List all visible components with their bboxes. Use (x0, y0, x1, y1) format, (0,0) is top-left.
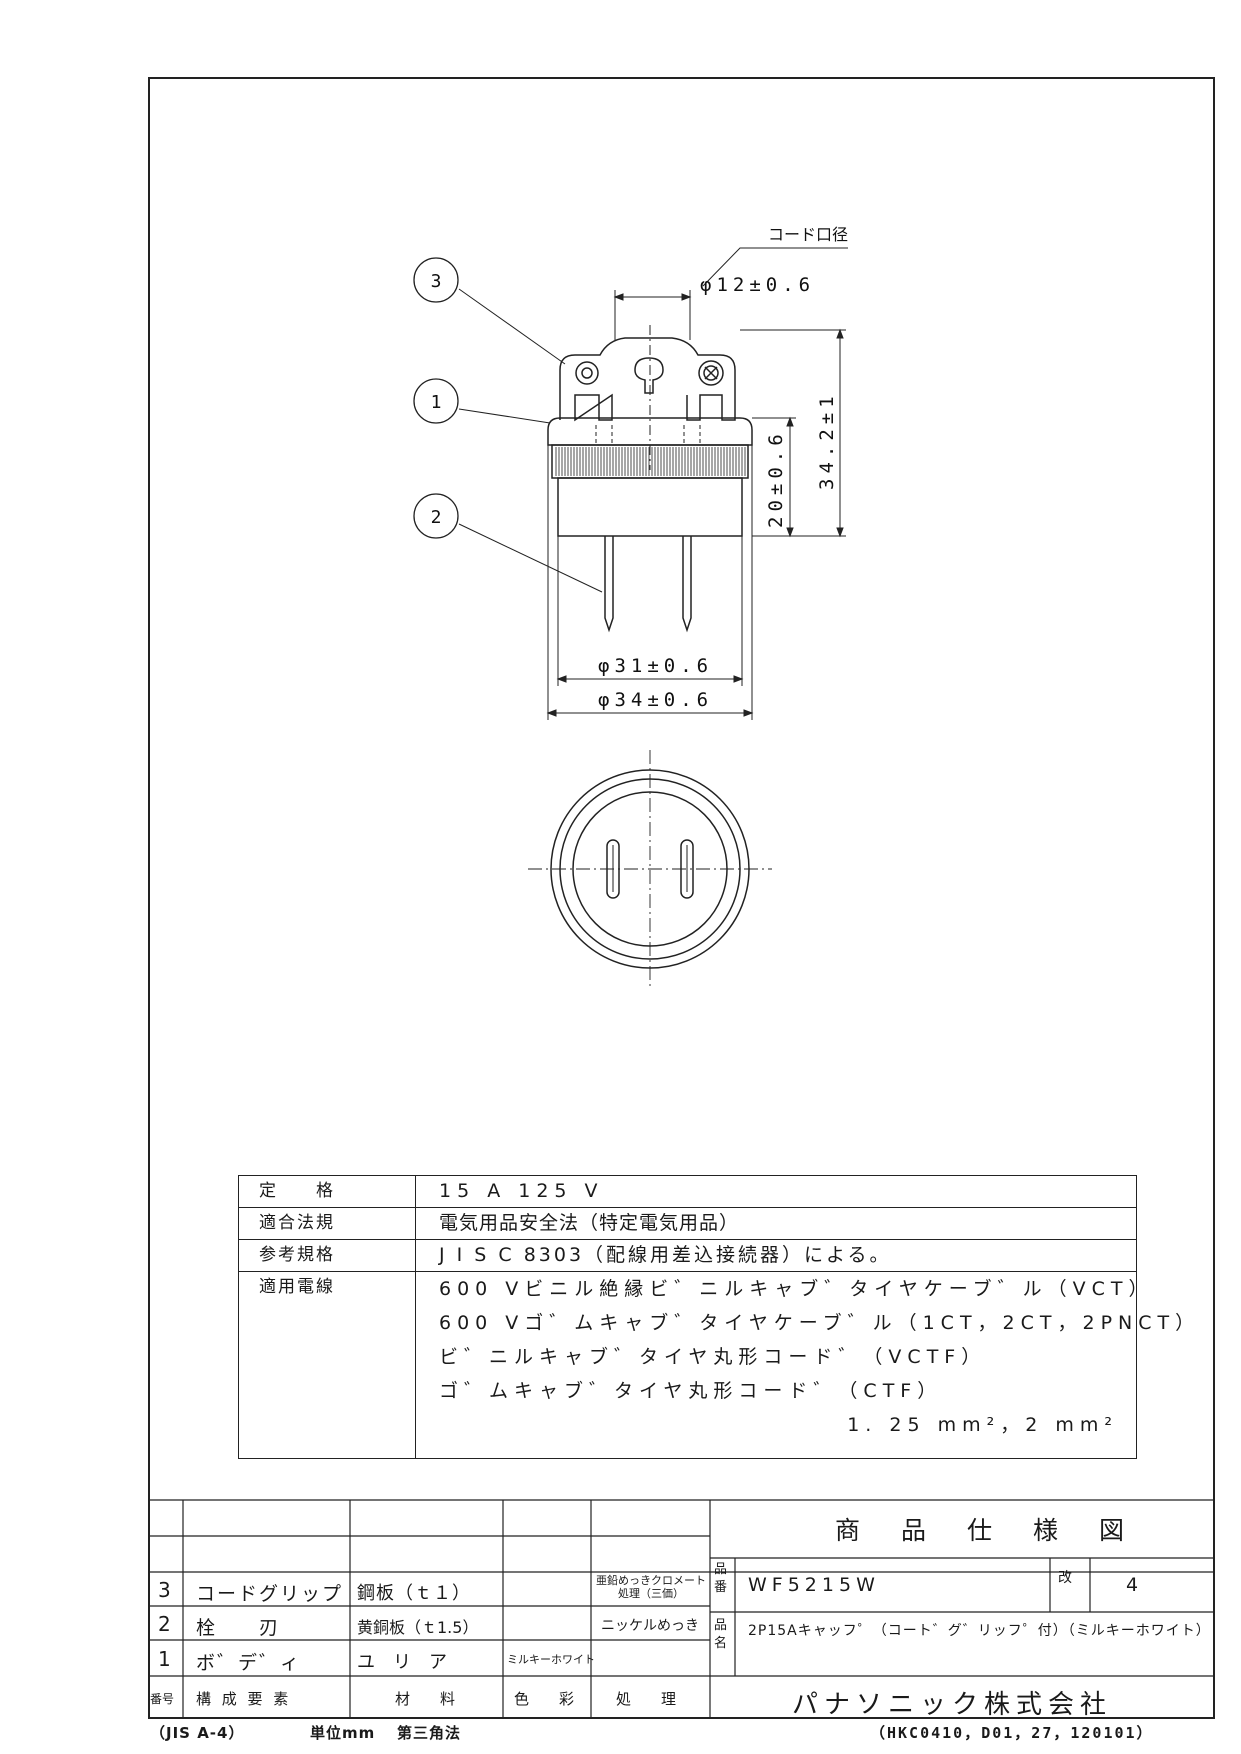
header-number: 番号 (150, 1692, 175, 1706)
wire-type: 600 Vビニル絶縁ビ゛ニルキャブ゛タイヤケーブ゛ル（VCT） (439, 1278, 1154, 1300)
cord-diameter-label: コード口径 (768, 225, 848, 244)
cord-grip (559, 337, 736, 422)
technical-drawing: 3 1 2 コード口径 φ12±0.6 34.2±1 20±0.6 φ31±0.… (413, 225, 848, 990)
balloon-label-1: 1 (431, 392, 442, 413)
balloon-label-3: 3 (431, 271, 442, 292)
product-number: WF5215W (748, 1574, 880, 1596)
part-name: コードグリップ (196, 1583, 344, 1605)
spec-row-wires: 適用電線 600 Vビニル絶縁ビ゛ニルキャブ゛タイヤケーブ゛ル（VCT） 600… (239, 1272, 1194, 1458)
part-finish: ニッケルめっき (601, 1618, 699, 1634)
name-label: 品名 (714, 1618, 728, 1651)
spec-label: 適合法規 (239, 1208, 416, 1239)
spec-row-standard: 参考規格 J I S C 8303（配線用差込接続器）による。 (239, 1240, 1136, 1272)
wire-type: 600 Vゴ゛ムキャブ゛タイヤケーブ゛ル（1CT，2CT，2PNCT） (439, 1312, 1201, 1334)
header-component: 構 成 要 素 (196, 1690, 292, 1708)
part-name: 栓 刃 (196, 1617, 281, 1639)
pin-left (604, 536, 614, 633)
part-material: 黄銅板（ｔ1.5） (357, 1618, 479, 1637)
header-finish: 処 理 (616, 1690, 677, 1708)
wire-type: ゴ゛ムキャブ゛タイヤ丸形コード゛（CTF） (439, 1380, 943, 1402)
part-name: ボ゛デ゛ィ (196, 1652, 302, 1674)
spec-table: 定 格 15 A 125 V 適合法規 電気用品安全法（特定電気用品） 参考規格… (238, 1175, 1194, 1459)
spec-label: 参考規格 (239, 1240, 416, 1271)
spec-value: 15 A 125 V (439, 1180, 604, 1202)
dim-cord: φ12±0.6 (700, 274, 815, 296)
dim-height-body: 20±0.6 (765, 429, 787, 528)
part-finish: 亜鉛めっきクロメート処理（三価） (596, 1574, 706, 1600)
part-material: ユ リ ア (357, 1652, 447, 1673)
spec-row-law: 適合法規 電気用品安全法（特定電気用品） (239, 1208, 1136, 1240)
wire-size: 1. 25 mm²，2 mm² (847, 1414, 1118, 1436)
spec-label: 適用電線 (239, 1272, 416, 1458)
spec-row-rating: 定 格 15 A 125 V (239, 1176, 1136, 1208)
header-material: 材 料 (395, 1690, 456, 1708)
dim-height-total: 34.2±1 (816, 391, 838, 490)
pin-right (682, 536, 692, 633)
doc-title: 商 品 仕 様 図 (835, 1516, 1133, 1545)
revision-number: 4 (1126, 1574, 1139, 1596)
unit-note: 単位mm (310, 1724, 376, 1742)
body-cap (547, 417, 753, 446)
revision-label: 改 (1058, 1570, 1072, 1586)
spec-value: J I S C 8303（配線用差込接続器）による。 (439, 1244, 892, 1266)
header-color: 色 彩 (514, 1690, 575, 1708)
balloon-3 (413, 257, 459, 303)
balloon-2 (413, 493, 459, 539)
part-material: 鋼板（ｔ１） (357, 1583, 471, 1604)
projection-note: 第三角法 (397, 1724, 462, 1742)
part-no: 2 (158, 1612, 171, 1636)
company-name: パナソニック株式会社 (792, 1690, 1113, 1720)
part-no: 3 (158, 1578, 171, 1602)
part-no-label: 品番 (714, 1562, 728, 1595)
dim-inner: φ31±0.6 (598, 655, 713, 677)
wire-type: ビ゛ニルキャブ゛タイヤ丸形コード゛（VCTF） (439, 1346, 987, 1368)
spec-label: 定 格 (239, 1176, 416, 1207)
dim-outer: φ34±0.6 (598, 689, 713, 711)
body-lower (557, 477, 743, 537)
bottom-view (528, 750, 772, 990)
product-name: 2P15Aキャッフ゜（コート゛グ゛リッフ゜付）（ミルキーホワイト） (748, 1623, 1211, 1639)
balloon-1 (413, 378, 459, 424)
part-color: ミルキーホワイト (507, 1653, 595, 1666)
paper-standard: （JIS A-4） (150, 1724, 245, 1742)
doc-code: （HKC0410，D01，27，120101） (870, 1724, 1154, 1742)
balloon-label-2: 2 (431, 507, 442, 528)
spec-value: 電気用品安全法（特定電気用品） (439, 1212, 740, 1234)
part-no: 1 (158, 1647, 171, 1671)
drawing-frame (148, 77, 1215, 1719)
